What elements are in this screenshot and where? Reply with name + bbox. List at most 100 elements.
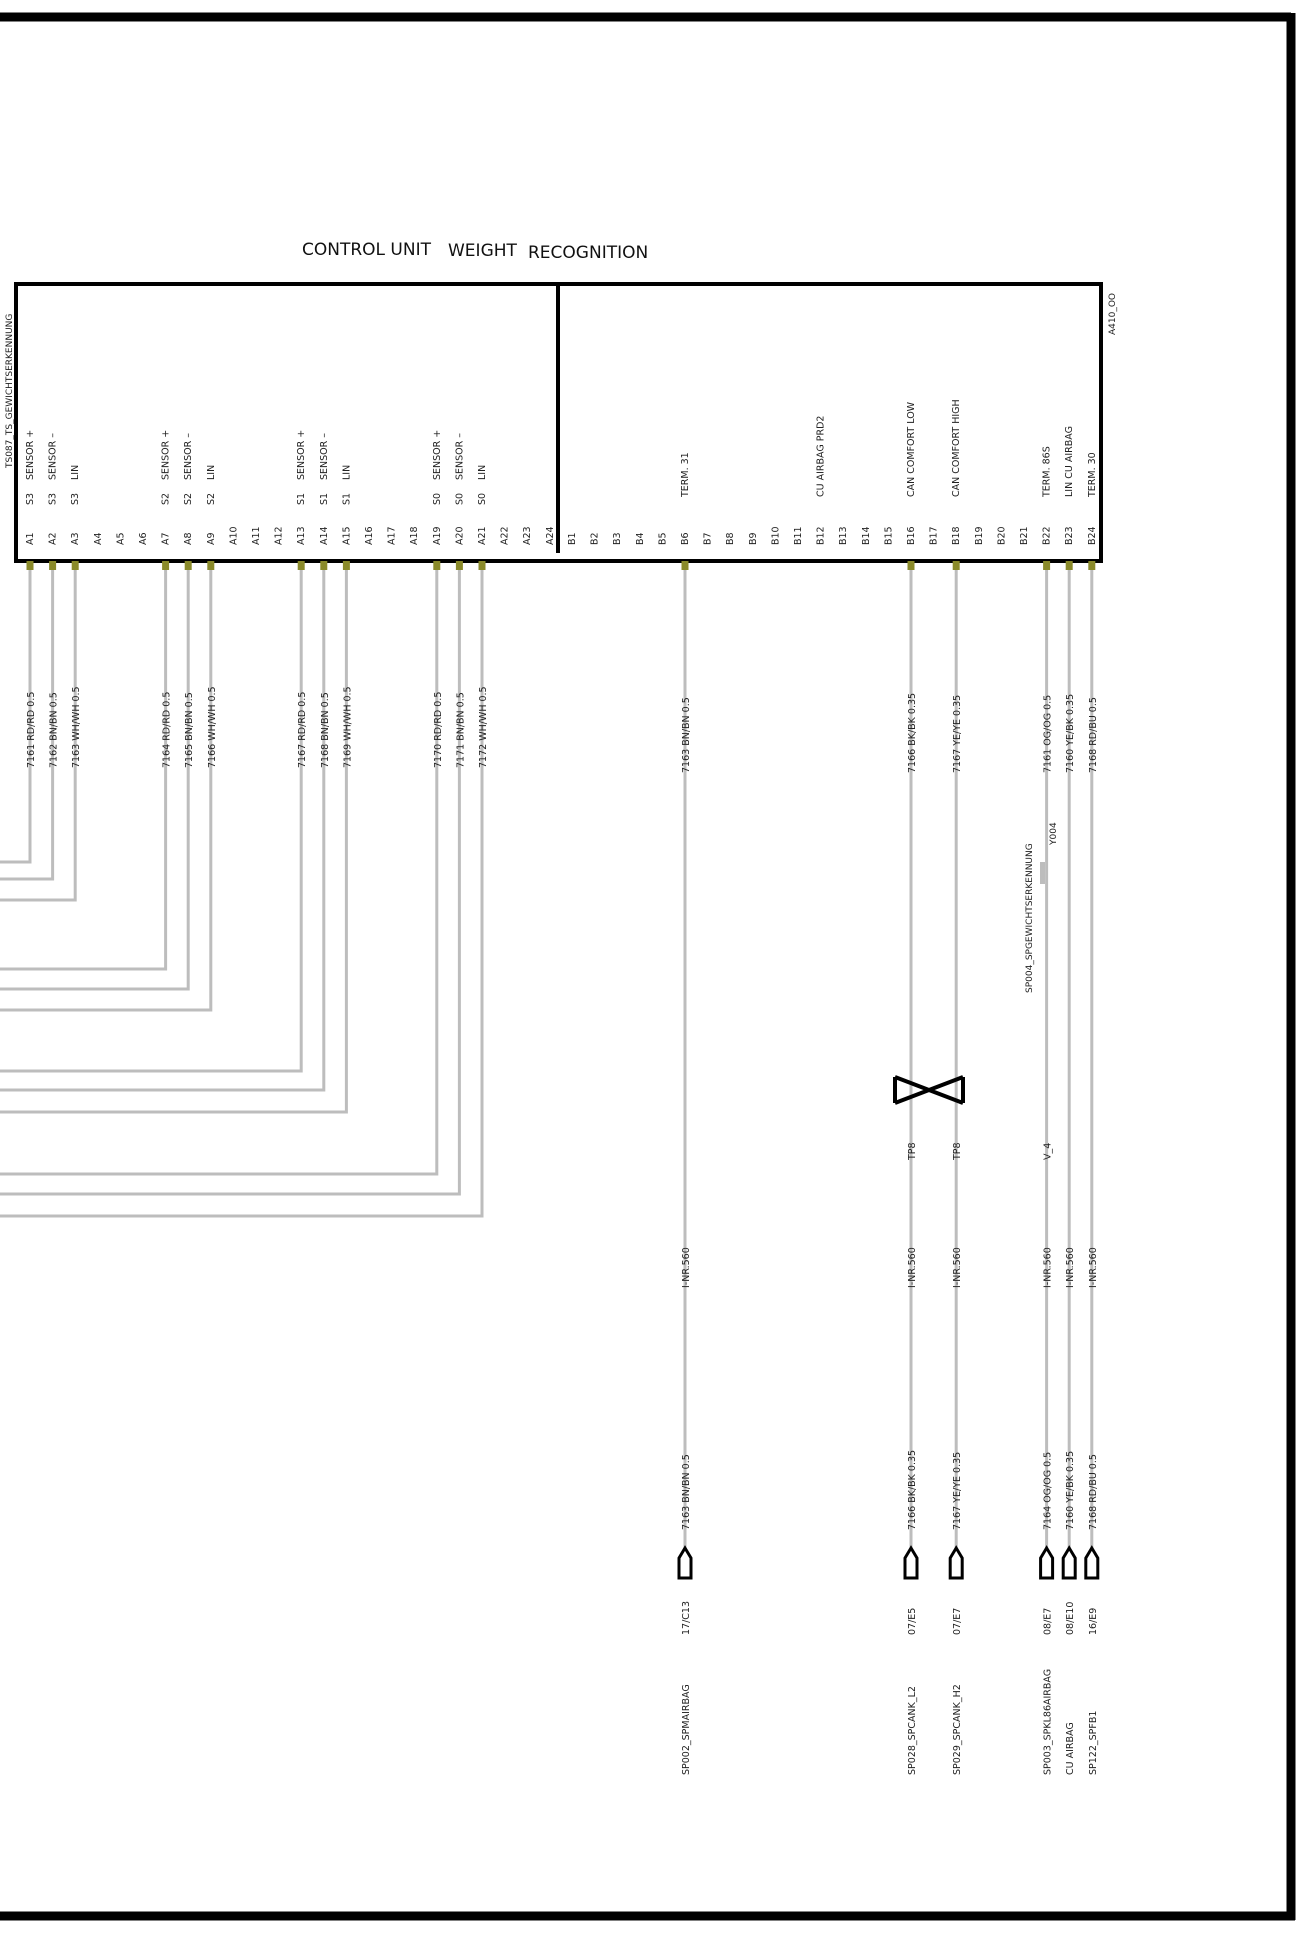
pin-sub-label: S3 (48, 493, 59, 505)
wire (0, 565, 55, 881)
connector-arrow-icon (1061, 1545, 1077, 1580)
pin-signal-label: CAN COMFORT HIGH (951, 399, 962, 497)
title-weight: WEIGHT (448, 241, 518, 261)
pin-terminal (1065, 561, 1073, 570)
wire-inr-label: I-NR.560 (952, 1247, 963, 1288)
pin-label: A22 (500, 526, 511, 545)
pin-signal-label: TERM. 31 (680, 452, 691, 498)
wire-label: 7161 RD/RD 0.5 (26, 692, 37, 768)
wire-destination: SP029_SPCANK_H2 (952, 1684, 963, 1775)
pin-signal-label: LIN (341, 465, 352, 480)
wire-label-bottom: 7168 RD/BU 0.5 (1088, 1454, 1099, 1530)
wire-label: 7171 BN/BN 0.5 (455, 692, 466, 768)
wire-ref: 08/E10 (1065, 1602, 1076, 1635)
connector-arrow-icon (1039, 1545, 1055, 1580)
control-unit-box (14, 282, 1103, 563)
wire-label-top: 7161 OG/OG 0.5 (1043, 695, 1054, 773)
pin-signal-label: CAN COMFORT LOW (906, 401, 917, 497)
pin-label: A6 (138, 532, 149, 545)
wire-ref: 17/C13 (681, 1601, 692, 1635)
wire-inr-label: I-NR.560 (681, 1247, 692, 1288)
wire-label: 7162 BN/BN 0.5 (49, 692, 60, 768)
connector-name: TS087_TS_GEWICHTSERKENNUNG (5, 314, 15, 469)
pin-terminal (162, 561, 170, 570)
wire (0, 565, 190, 991)
wire-label-bottom: 7163 BN/BN 0.5 (681, 1454, 692, 1530)
wire-label: 7168 BN/BN 0.5 (320, 692, 331, 768)
pin-label: B23 (1064, 526, 1075, 545)
pin-terminal (297, 561, 305, 570)
pin-label: B8 (725, 532, 736, 545)
pin-sub-label: S2 (206, 493, 217, 505)
pin-signal-label: LIN (477, 465, 488, 480)
pin-label: A2 (48, 532, 59, 545)
pin-signal-label: SENSOR – (454, 433, 465, 480)
pin-signal-label: LIN CU AIRBAG (1064, 426, 1075, 497)
wire-label-top: 7166 BK/BK 0.35 (907, 693, 918, 773)
wire-label-bottom: 7160 YE/BK 0.35 (1065, 1451, 1076, 1530)
wire-label: 7170 RD/RD 0.5 (433, 692, 444, 768)
pin-sub-label: S2 (161, 493, 172, 505)
pin-signal-label: SENSOR + (432, 430, 443, 480)
pin-signal-label: LIN (206, 465, 217, 480)
pin-label: A9 (206, 532, 217, 545)
wire-inr-label: I-NR.560 (1065, 1247, 1076, 1288)
pin-sub-label: S1 (296, 493, 307, 505)
wire (0, 565, 303, 1073)
wire-label: 7169 WH/WH 0.5 (342, 686, 353, 768)
wires-layer (0, 561, 1100, 1580)
pin-label: A4 (93, 532, 104, 545)
pin-sub-label: S2 (183, 493, 194, 505)
wire (0, 565, 439, 1176)
pin-terminal (207, 561, 215, 570)
wire (0, 565, 326, 1092)
wire-label-top: 7168 RD/BU 0.5 (1088, 697, 1099, 773)
pin-label: A14 (319, 526, 330, 545)
pin-terminal (184, 561, 192, 570)
drawing-frame (0, 12, 1296, 1921)
wire-label: 7166 WH/WH 0.5 (207, 686, 218, 768)
wire-destination: CU AIRBAG (1065, 1722, 1076, 1775)
pin-label: B6 (680, 532, 691, 545)
pin-label: B14 (861, 526, 872, 545)
pin-signal-label: SENSOR + (296, 430, 307, 480)
pin-signal-label: CU AIRBAG PRD2 (816, 416, 827, 497)
wire-label: 7163 WH/WH 0.5 (71, 686, 82, 768)
pin-signal-label: SENSOR – (48, 433, 59, 480)
wire-label-top: 7167 YE/YE 0.35 (952, 695, 963, 773)
wire-ref: 08/E7 (1043, 1608, 1054, 1635)
wire-mid-label: TP8 (952, 1142, 963, 1161)
pin-label: B5 (657, 532, 668, 545)
pin-signal-label: SENSOR + (161, 430, 172, 480)
wire-mid-label: TP8 (907, 1142, 918, 1161)
wire (0, 565, 461, 1196)
pin-signal-label: TERM. 86S (1042, 446, 1053, 498)
pin-terminal (681, 561, 689, 570)
pin-label: B16 (906, 526, 917, 545)
pin-sub-label: S3 (70, 493, 81, 505)
pin-signal-label: LIN (70, 465, 81, 480)
pin-label: B22 (1042, 526, 1053, 545)
pin-label: A21 (477, 526, 488, 545)
labels-layer: 7161 RD/RD 0.5 7162 BN/BN 0.5 7163 WH/WH 0… (26, 686, 1099, 1775)
wire-ref: 07/E7 (952, 1608, 963, 1635)
pin-terminal (433, 561, 441, 570)
connector-arrow-icon (1084, 1545, 1100, 1580)
wire-mid-label: V_4 (1043, 1143, 1054, 1160)
pin-label: A1 (25, 532, 36, 545)
pin-label: B3 (612, 532, 623, 545)
pin-sub-label: S0 (454, 493, 465, 505)
pin-label: B20 (996, 526, 1007, 545)
wire (0, 565, 484, 1218)
pin-signal-label: SENSOR – (183, 433, 194, 480)
pin-label: A12 (274, 526, 285, 545)
wire-label-top: 7160 YE/BK 0.35 (1065, 694, 1076, 773)
pin-terminal (320, 561, 328, 570)
pin-terminal (71, 561, 79, 570)
pin-signal-label: TERM. 30 (1087, 452, 1098, 498)
pin-label: A11 (251, 526, 262, 545)
pin-terminal (455, 561, 463, 570)
wire-destination: SP002_SPMAIRBAG (681, 1684, 692, 1775)
pin-label: A18 (409, 526, 420, 545)
